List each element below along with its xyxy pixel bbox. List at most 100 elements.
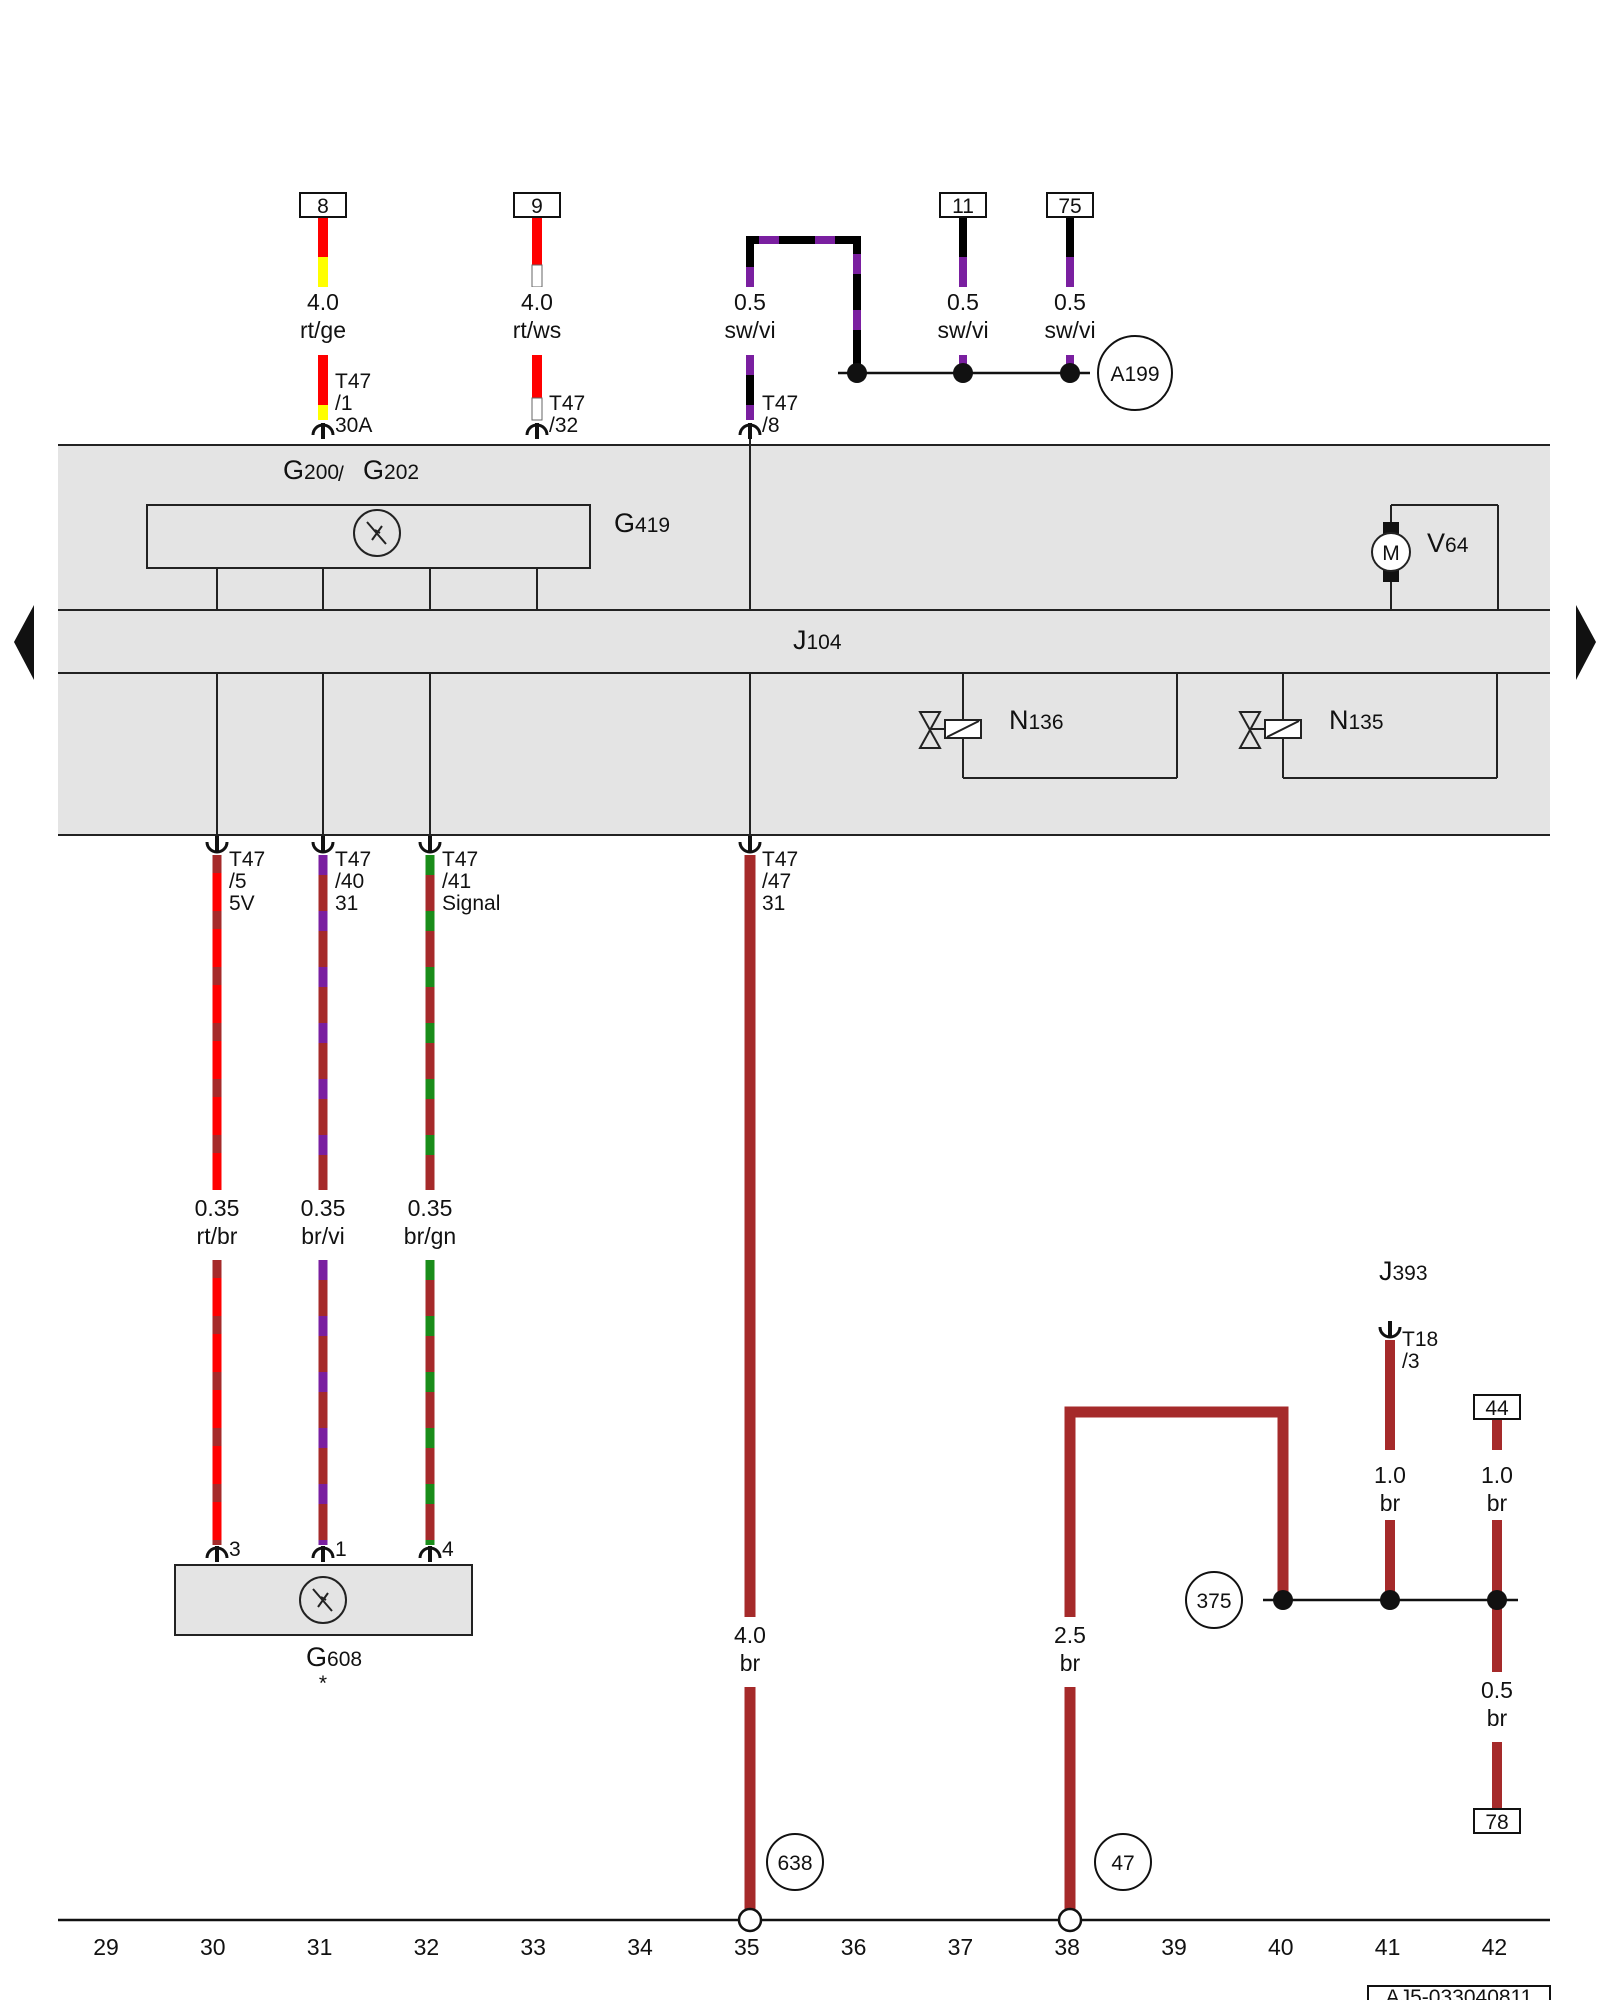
svg-text:/41: /41 [442,870,471,893]
wire-label-sw-vi-3: 0.5 sw/vi [1032,287,1108,344]
svg-text:/32: /32 [549,414,578,437]
wire-label-br-vi: 0.35 br/vi [285,1190,361,1260]
grid-number: 39 [1161,1934,1187,1960]
svg-text:78: 78 [1485,1811,1508,1834]
junction-dot [1380,1590,1400,1610]
grid-number: 41 [1375,1934,1401,1960]
pin-label-t47-32: T47 /32 [549,392,585,437]
n135-valve-icon [1238,711,1262,749]
svg-text:br: br [1487,1490,1508,1516]
pin-label-t18-3: T18 /3 [1402,1328,1438,1373]
terminal-box-44: 44 [1473,1394,1521,1420]
grid-number: 30 [200,1934,226,1960]
wire-label-br-4.0: 4.0 br [712,1617,788,1687]
svg-text:T47: T47 [442,848,478,871]
svg-text:sw/vi: sw/vi [937,317,988,343]
svg-text:T47: T47 [229,848,265,871]
svg-text:4: 4 [442,1538,454,1561]
component-label-j393: J393 [1379,1256,1428,1286]
ground-connection-point [737,1907,763,1933]
grid-number: 42 [1482,1934,1508,1960]
sensor-pin-labels: 3 1 4 [229,1538,454,1561]
pin-label-t47-40: T47 /40 31 [335,848,371,915]
component-label-slash: / [338,463,344,486]
svg-text:br/gn: br/gn [404,1223,456,1249]
grid-number: 37 [948,1934,974,1960]
component-label-g419: G419 [614,508,670,538]
wire-label-sw-vi-1: 0.5 sw/vi [712,287,788,344]
svg-text:rt/ge: rt/ge [300,317,346,343]
component-label-v64: V64 [1427,528,1469,558]
svg-text:AJ5-033040811: AJ5-033040811 [1386,1986,1533,2000]
svg-text:4.0: 4.0 [734,1622,766,1648]
svg-text:T47: T47 [549,392,585,415]
wire-label-rt-br: 0.35 rt/br [179,1190,255,1260]
junction-dot [1273,1590,1293,1610]
g608-sensor-arrow-icon [312,1588,333,1612]
svg-text:T18: T18 [1402,1328,1438,1351]
module-block-lower [58,673,1550,835]
svg-text:4.0: 4.0 [307,289,339,315]
g200-g202-sensor-box [146,504,591,569]
component-label-n136: N136 [1009,705,1064,735]
wire-label-br-2.5: 2.5 br [1032,1617,1108,1687]
pin-label-t47-8: T47 /8 [762,392,798,437]
svg-text:9: 9 [531,195,543,218]
wire-label-br-gn: 0.35 br/gn [392,1190,468,1260]
svg-text:br: br [1487,1705,1508,1731]
wire-label-rt-ge: 4.0 rt/ge [285,287,361,344]
pin-label-t47-5: T47 /5 5V [229,848,265,915]
svg-text:0.35: 0.35 [408,1195,453,1221]
svg-text:2.5: 2.5 [1054,1622,1086,1648]
grid-number: 34 [627,1934,653,1960]
grid-number: 31 [307,1934,333,1960]
grid-number: 33 [520,1934,546,1960]
junction-dot [1060,363,1080,383]
terminal-box-78: 78 [1473,1808,1521,1834]
svg-text:0.5: 0.5 [947,289,979,315]
svg-text:br: br [1380,1490,1401,1516]
svg-text:/8: /8 [762,414,780,437]
sensor-symbol-icon [353,509,401,557]
wire-label-br-0.5: 0.5 br [1459,1672,1535,1742]
continue-right-arrow [1576,605,1596,680]
svg-text:44: 44 [1485,1397,1509,1420]
junction-dot [953,363,973,383]
wire-sw-vi-loop [746,236,861,373]
junction-dot [1487,1590,1507,1610]
svg-text:br: br [1060,1650,1081,1676]
wire-label-rt-ws: 4.0 rt/ws [499,287,575,344]
pin-label-t47-1: T47 /1 30A [335,370,372,437]
svg-text:A199: A199 [1110,363,1159,386]
wire-label-br-1.0-a: 1.0 br [1352,1450,1428,1520]
svg-text:31: 31 [335,892,358,915]
component-label-n135: N135 [1329,705,1384,735]
module-block-j104 [58,610,1550,673]
grid-number: 36 [841,1934,867,1960]
component-label-g202: G202 [363,455,419,485]
g608-sensor-icon [299,1576,347,1624]
svg-text:/40: /40 [335,870,364,893]
connection-point-375: 375 [1185,1571,1243,1629]
svg-text:sw/vi: sw/vi [724,317,775,343]
connection-point-47: 47 [1094,1833,1152,1891]
wire-ws-segment [531,397,543,421]
wire-br-2-5-upper [1064,1406,1289,1617]
svg-text:0.35: 0.35 [301,1195,346,1221]
n136-valve-icon [918,711,942,749]
svg-text:0.5: 0.5 [734,289,766,315]
continue-left-arrow [14,605,34,680]
svg-text:rt/br: rt/br [197,1223,238,1249]
pin-label-t47-47: T47 /47 31 [762,848,798,915]
svg-text:375: 375 [1196,1590,1231,1613]
ground-connection-point [1057,1907,1083,1933]
svg-text:/1: /1 [335,392,353,415]
document-id-box: AJ5-033040811 [1367,1985,1551,2000]
svg-text:31: 31 [762,892,785,915]
svg-text:T47: T47 [762,392,798,415]
grid-number: 40 [1268,1934,1294,1960]
pins-layer [205,423,1402,1562]
grid-number: 35 [734,1934,760,1960]
